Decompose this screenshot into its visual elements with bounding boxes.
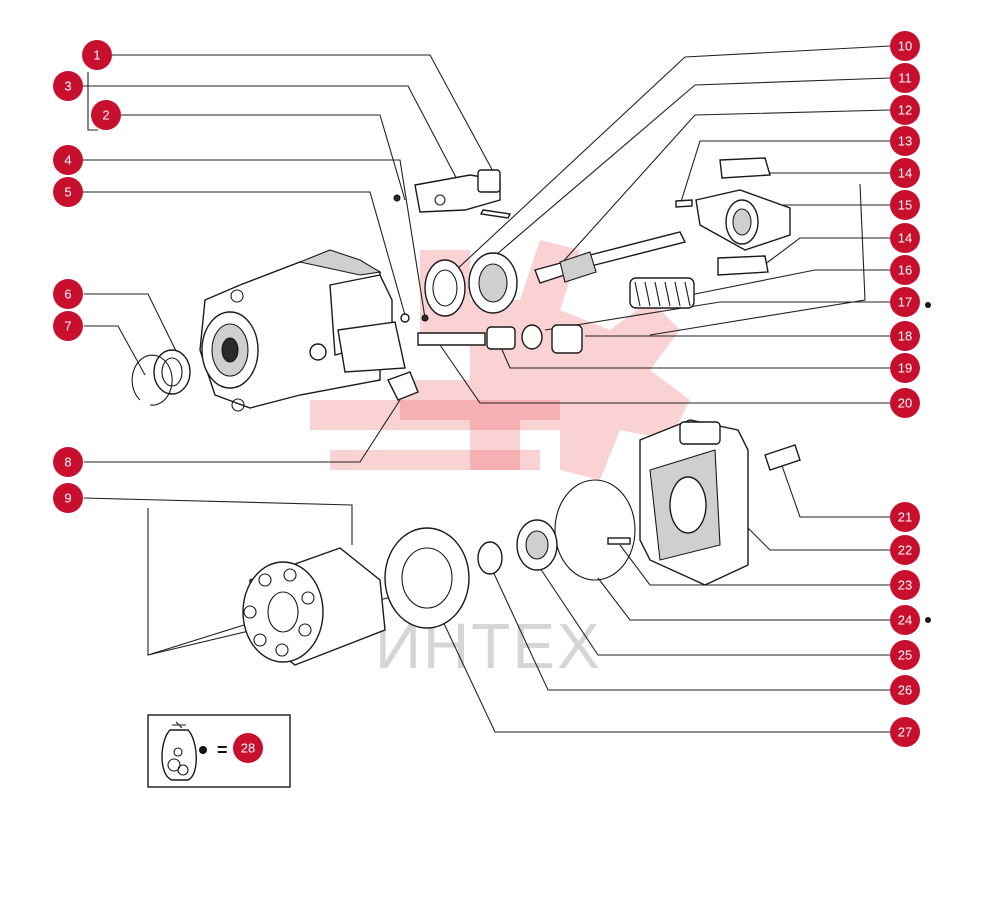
callout-11: 11 — [890, 63, 920, 93]
swashplate-group — [675, 157, 791, 276]
svg-text:24: 24 — [898, 613, 912, 628]
callout-8: 8 — [53, 447, 83, 477]
callout-6: 6 — [53, 279, 83, 309]
small-parts — [131, 313, 429, 406]
callout-19: 19 — [890, 353, 920, 383]
parts-bag-icon — [161, 721, 197, 781]
callout-14-lower: 14 — [890, 223, 920, 253]
callout-18: 18 — [890, 321, 920, 351]
svg-text:11: 11 — [898, 71, 912, 86]
callout-17: 17 — [890, 287, 920, 317]
control-valve-assembly — [393, 169, 512, 219]
callout-15: 15 — [890, 190, 920, 220]
svg-text:13: 13 — [898, 134, 912, 149]
callout-20: 20 — [890, 388, 920, 418]
leader-lines — [82, 45, 891, 733]
callout-14-upper: 14 — [890, 158, 920, 188]
svg-text:14: 14 — [898, 231, 912, 246]
callout-21: 21 — [890, 502, 920, 532]
pump-housing — [199, 249, 406, 412]
callout-24: 24 — [890, 605, 920, 635]
svg-text:18: 18 — [898, 329, 912, 344]
callout-5: 5 — [53, 177, 83, 207]
svg-text:5: 5 — [64, 185, 71, 200]
callout-4: 4 — [53, 145, 83, 175]
svg-text:14: 14 — [898, 166, 912, 181]
svg-text:4: 4 — [64, 153, 71, 168]
callout-7: 7 — [53, 311, 83, 341]
svg-text:12: 12 — [898, 103, 912, 118]
svg-text:3: 3 — [64, 79, 71, 94]
kit-marker-17 — [925, 302, 931, 308]
kit-dot — [199, 746, 207, 754]
svg-text:26: 26 — [898, 683, 912, 698]
svg-text:23: 23 — [898, 578, 912, 593]
cylinder-block-group — [242, 519, 558, 666]
callout-27: 27 — [890, 717, 920, 747]
equals-sign: = — [217, 740, 228, 760]
callout-13: 13 — [890, 126, 920, 156]
svg-text:22: 22 — [898, 543, 912, 558]
callout-2: 2 — [91, 100, 121, 130]
callout-26: 26 — [890, 675, 920, 705]
callout-10: 10 — [890, 31, 920, 61]
svg-text:20: 20 — [898, 396, 912, 411]
svg-text:17: 17 — [898, 295, 912, 310]
svg-text:27: 27 — [898, 725, 912, 740]
end-cover — [554, 419, 801, 586]
svg-text:21: 21 — [898, 510, 912, 525]
svg-text:10: 10 — [898, 39, 912, 54]
svg-text:28: 28 — [241, 741, 255, 756]
callout-9: 9 — [53, 483, 83, 513]
svg-text:16: 16 — [898, 263, 912, 278]
svg-text:6: 6 — [64, 287, 71, 302]
callout-3: 3 — [53, 71, 83, 101]
callout-1: 1 — [82, 40, 112, 70]
svg-text:15: 15 — [898, 198, 912, 213]
svg-text:9: 9 — [64, 491, 71, 506]
svg-text:25: 25 — [898, 648, 912, 663]
svg-text:2: 2 — [102, 108, 109, 123]
svg-text:7: 7 — [64, 319, 71, 334]
callout-12: 12 — [890, 95, 920, 125]
callout-25: 25 — [890, 640, 920, 670]
callout-28: 28 — [233, 733, 263, 763]
callout-22: 22 — [890, 535, 920, 565]
drive-shaft-group — [417, 231, 695, 354]
callout-23: 23 — [890, 570, 920, 600]
callout-16: 16 — [890, 255, 920, 285]
svg-text:8: 8 — [64, 455, 71, 470]
kit-marker-24 — [925, 617, 931, 623]
svg-text:19: 19 — [898, 361, 912, 376]
svg-text:1: 1 — [93, 48, 100, 63]
kit-legend: = 28 — [147, 714, 291, 788]
